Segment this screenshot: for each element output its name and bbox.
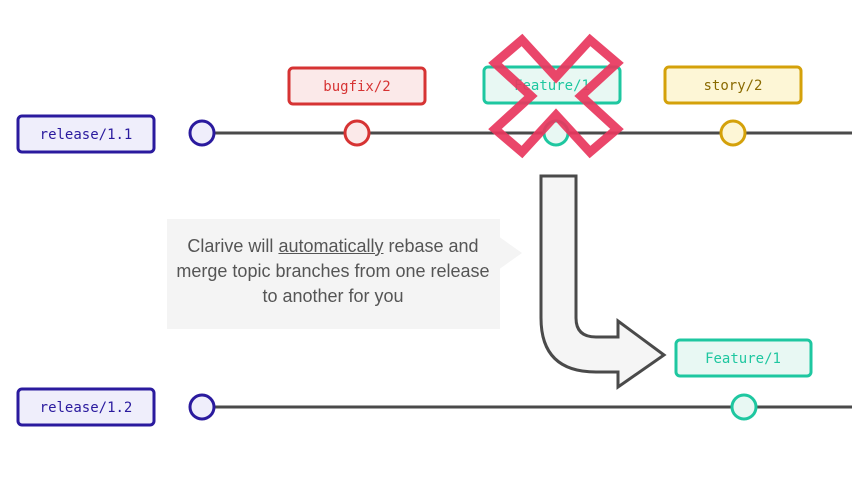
topic-label-text: Feature/1 [514, 78, 590, 94]
branch-label-release-1-1[interactable]: release/1.1 [16, 114, 156, 154]
feature-1-commit-new[interactable] [730, 393, 758, 421]
branch-label-release-1-2[interactable]: release/1.2 [16, 387, 156, 427]
callout-bubble [167, 219, 522, 329]
bugfix-2-commit[interactable] [343, 119, 371, 147]
cross-icon [488, 33, 624, 159]
topic-label-text: Feature/1 [705, 351, 781, 367]
callout-text-before: Clarive will [187, 236, 279, 256]
release-1-1-origin-commit[interactable] [188, 119, 216, 147]
topic-label-story-2[interactable]: story/2 [663, 65, 803, 105]
branch-label-text: release/1.2 [40, 400, 133, 416]
topic-label-text: story/2 [703, 78, 762, 94]
callout-text-after: rebase and merge topic branches from one… [176, 236, 490, 306]
callout-text: Clarive will automatically rebase and me… [168, 234, 498, 309]
topic-label-feature-1-new[interactable]: Feature/1 [674, 338, 813, 378]
topic-label-text: bugfix/2 [323, 79, 390, 95]
release-1-2-origin-commit[interactable] [188, 393, 216, 421]
branch-label-text: release/1.1 [40, 127, 133, 143]
topic-label-bugfix-2[interactable]: bugfix/2 [287, 66, 427, 106]
callout-text-emphasis: automatically [278, 236, 384, 256]
story-2-commit[interactable] [719, 119, 747, 147]
arrow-icon [539, 174, 667, 390]
